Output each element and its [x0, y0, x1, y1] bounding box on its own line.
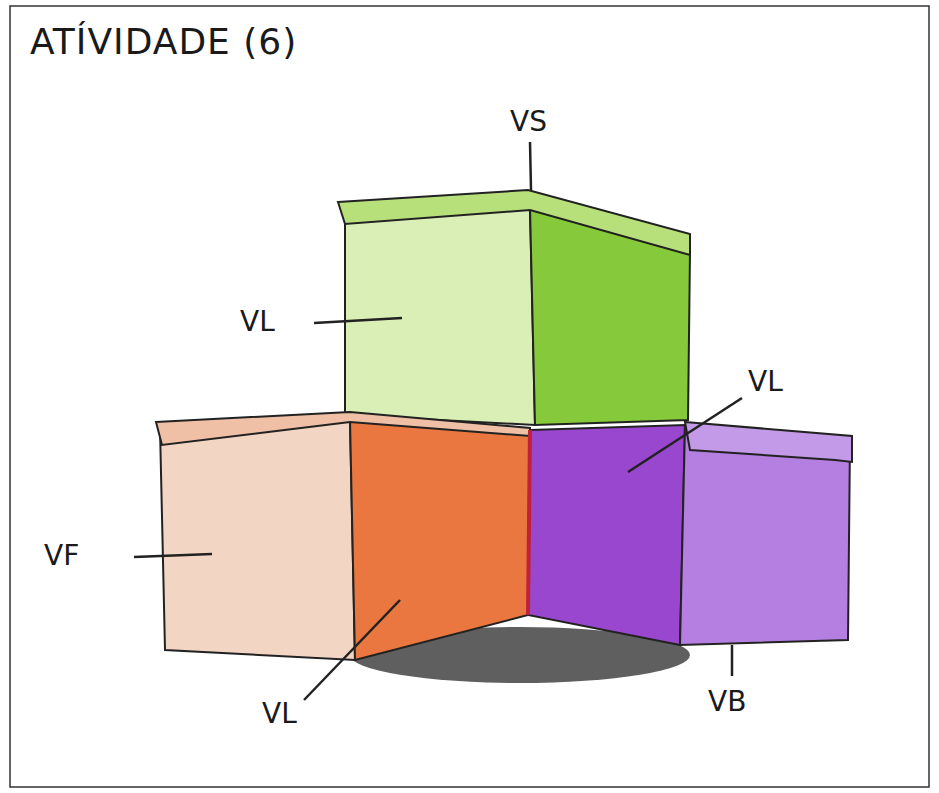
view-label: VF — [44, 542, 79, 570]
cube-face — [345, 208, 535, 425]
leader-line — [530, 142, 531, 190]
view-label: VL — [262, 700, 297, 728]
leader-line — [134, 554, 212, 557]
edge-line — [528, 430, 530, 615]
cube-face — [528, 425, 685, 645]
cube-lid — [156, 412, 530, 445]
leader-line — [628, 398, 742, 472]
view-label: VS — [510, 108, 547, 136]
leader-line — [304, 600, 400, 700]
view-label: VB — [708, 688, 746, 716]
cube-face — [160, 420, 355, 660]
view-label: VL — [748, 368, 783, 396]
view-label: VL — [240, 308, 275, 336]
cube-lid — [685, 422, 852, 462]
page-title: ATÍVIDADE (6) — [30, 24, 297, 60]
cube-lid — [338, 190, 690, 255]
frame-border — [10, 6, 929, 787]
leader-line — [731, 645, 734, 676]
leader-line — [314, 318, 402, 323]
